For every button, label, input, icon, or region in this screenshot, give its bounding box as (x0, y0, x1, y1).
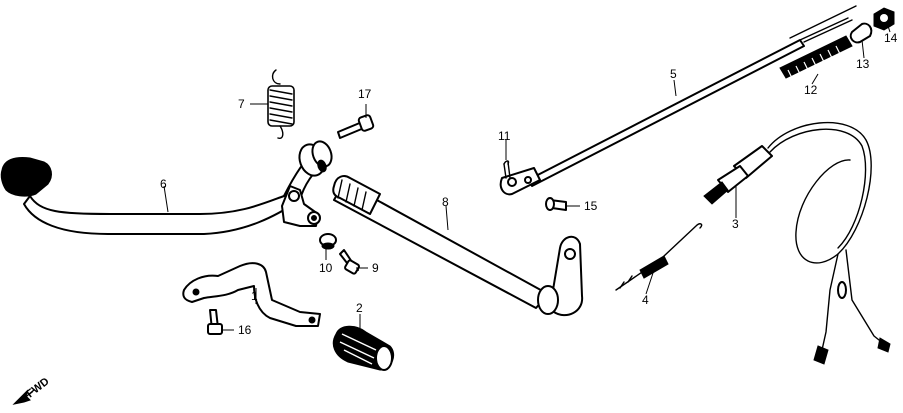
pin-15 (545, 197, 567, 211)
callout-13: 13 (856, 57, 870, 71)
cotter-pin (503, 160, 511, 179)
callout-17: 17 (358, 87, 372, 101)
callout-7: 7 (238, 97, 245, 111)
stop-switch (703, 121, 891, 365)
leader-lines (163, 25, 891, 332)
callout-3: 3 (732, 217, 739, 231)
joint-13 (849, 22, 873, 44)
callout-15: 15 (584, 199, 598, 213)
callout-2: 2 (356, 301, 363, 315)
footpeg-rubber (332, 325, 395, 371)
bolt-17 (337, 114, 375, 139)
callout-11: 11 (498, 129, 511, 143)
forward-label: FWD (24, 375, 51, 400)
switch-spring (615, 223, 703, 291)
callout-16: 16 (238, 323, 252, 337)
brake-pedal-shaft (332, 175, 584, 317)
nut-10 (319, 233, 337, 250)
forward-direction-indicator: FWD (12, 375, 52, 405)
callout-14: 14 (884, 31, 898, 45)
brake-arm (182, 262, 321, 327)
callout-labels: 1 2 3 4 5 6 7 8 9 10 11 12 13 14 15 16 1… (160, 31, 898, 337)
callout-12: 12 (804, 83, 818, 97)
return-spring (267, 69, 295, 139)
forward-arrow-icon (12, 389, 31, 405)
callout-4: 4 (642, 293, 649, 307)
adjusting-nut (873, 7, 895, 31)
callout-10: 10 (319, 261, 333, 275)
bolt-16 (207, 309, 223, 335)
callout-5: 5 (670, 67, 677, 81)
brake-rod (499, 5, 857, 196)
brake-pedal-arm (0, 140, 333, 235)
bolt-9 (339, 249, 360, 275)
callout-8: 8 (442, 195, 449, 209)
callout-9: 9 (372, 261, 379, 275)
brake-rod-spring (779, 35, 853, 79)
callout-6: 6 (160, 177, 167, 191)
callout-1: 1 (251, 289, 258, 303)
